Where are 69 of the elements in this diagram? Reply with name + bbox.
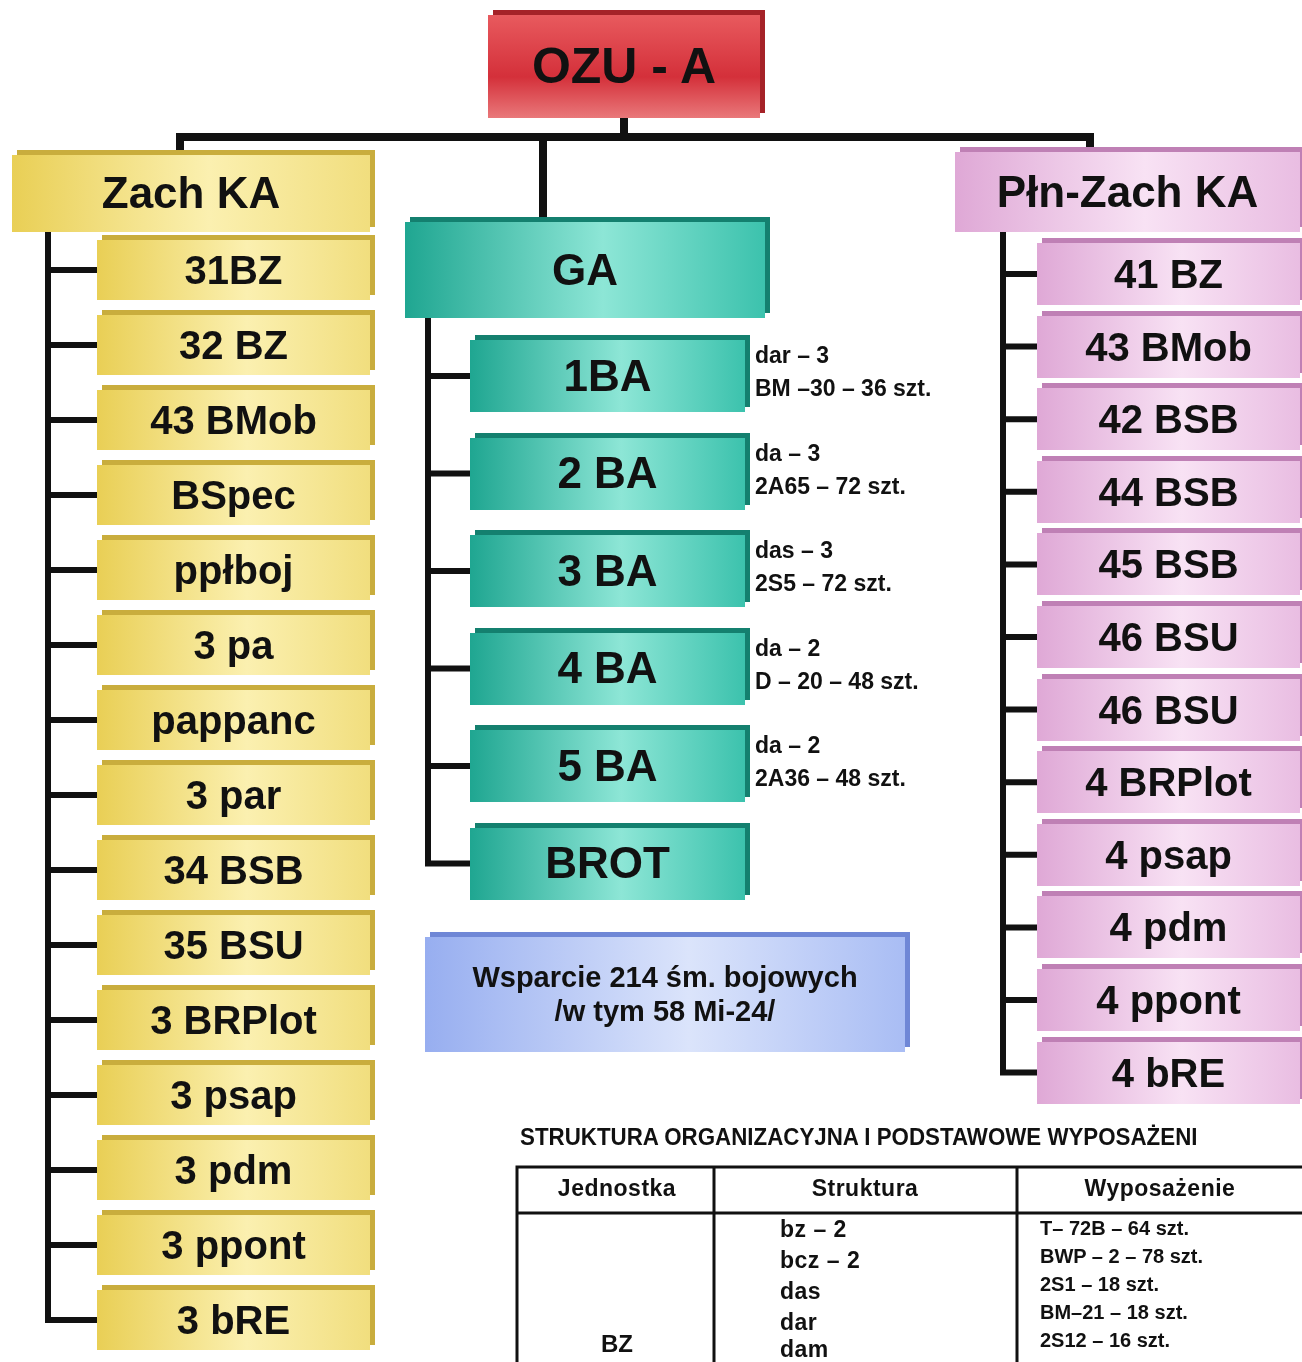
column-header: Jednostka — [557, 1175, 677, 1202]
unit-name: 32 BZ — [179, 322, 288, 368]
connector-line — [425, 318, 470, 867]
equipment-entry: 2S1 – 18 szt. — [1040, 1273, 1159, 1296]
unit-name: Zach KA — [101, 168, 281, 219]
unit-box — [1037, 315, 1300, 378]
equipment-note: 2A65 – 72 szt. — [755, 472, 906, 500]
unit-name: 41 BZ — [1114, 251, 1223, 297]
unit-name: Płn-Zach KA — [996, 166, 1259, 218]
unit-name: 2 BA — [557, 448, 658, 499]
unit-type: BZ — [601, 1330, 633, 1358]
unit-name: BROT — [545, 838, 670, 889]
table-title: STRUKTURA ORGANIZACYJNA I PODSTAWOWE WYPOSAŻENI — [520, 1123, 1198, 1151]
equipment-note: dar – 3 — [755, 342, 830, 369]
unit-name: 42 BSB — [1098, 396, 1239, 443]
unit-name: 4 pdm — [1109, 904, 1228, 951]
unit-name: OZU - A — [531, 37, 717, 96]
equipment-entry: T– 72B – 64 szt. — [1040, 1217, 1189, 1240]
equipment-entry: BWP – 2 – 78 szt. — [1040, 1245, 1204, 1268]
unit-name: 43 BMob — [150, 397, 317, 443]
equipment-note: BM –30 – 36 szt. — [755, 375, 932, 402]
unit-name: 4 bRE — [1111, 1049, 1226, 1096]
unit-name: 3 BA — [557, 545, 658, 597]
equipment-note: da – 3 — [755, 439, 821, 467]
unit-name: pappanc — [151, 697, 316, 743]
unit-box — [1037, 823, 1300, 886]
unit-box — [1037, 1041, 1300, 1104]
unit-name: 46 BSU — [1098, 614, 1239, 660]
unit-name: 3 pdm — [174, 1147, 293, 1193]
equipment-note: D – 20 – 48 szt. — [755, 667, 919, 695]
equipment-note: 2A36 – 48 szt. — [755, 765, 906, 792]
unit-name: 3 ppont — [161, 1222, 306, 1268]
unit-name: 46 BSU — [1098, 686, 1239, 733]
unit-name: GA — [552, 244, 618, 296]
unit-name: 35 BSU — [163, 922, 304, 968]
unit-name: 34 BSB — [163, 847, 304, 893]
equipment-note: da – 2 — [755, 634, 821, 662]
unit-name: 1BA — [563, 350, 652, 402]
unit-name: ppłboj — [173, 547, 294, 593]
unit-name: 31BZ — [184, 247, 283, 293]
column-header: Wyposażenie — [1084, 1175, 1236, 1202]
structure-entry: dar — [780, 1309, 818, 1336]
unit-name: Wsparcie 214 śm. bojowych /w tym 58 Mi-24/ — [471, 961, 859, 1028]
unit-box — [1037, 460, 1300, 523]
unit-name: 43 BMob — [1085, 323, 1252, 370]
unit-name: 3 BRPlot — [150, 997, 317, 1043]
unit-name: 44 BSB — [1098, 468, 1239, 515]
structure-entry: bz – 2 — [780, 1216, 847, 1243]
unit-name: 4 ppont — [1096, 977, 1241, 1023]
unit-name: 4 psap — [1105, 831, 1232, 878]
unit-name: 5 BA — [557, 740, 658, 792]
unit-name: 3 psap — [170, 1072, 297, 1118]
equipment-note: das – 3 — [755, 537, 833, 564]
equipment-note: da – 2 — [755, 732, 821, 759]
column-header: Struktura — [811, 1175, 919, 1202]
unit-name: 3 bRE — [176, 1297, 291, 1343]
equipment-note: 2S5 – 72 szt. — [755, 570, 892, 597]
structure-entry: das — [780, 1278, 822, 1305]
unit-name: 4 BA — [557, 643, 658, 694]
structure-entry: bcz – 2 — [780, 1247, 861, 1274]
unit-name: 3 par — [185, 772, 282, 818]
unit-name: 4 BRPlot — [1085, 759, 1252, 806]
unit-box — [1037, 678, 1300, 741]
unit-name: 3 pa — [193, 622, 274, 668]
unit-name: 45 BSB — [1098, 541, 1239, 588]
equipment-entry: 2S12 – 16 szt. — [1040, 1329, 1171, 1352]
structure-entry: dam — [780, 1336, 829, 1362]
unit-name: BSpec — [171, 472, 296, 518]
equipment-entry: BM–21 – 18 szt. — [1040, 1301, 1188, 1324]
